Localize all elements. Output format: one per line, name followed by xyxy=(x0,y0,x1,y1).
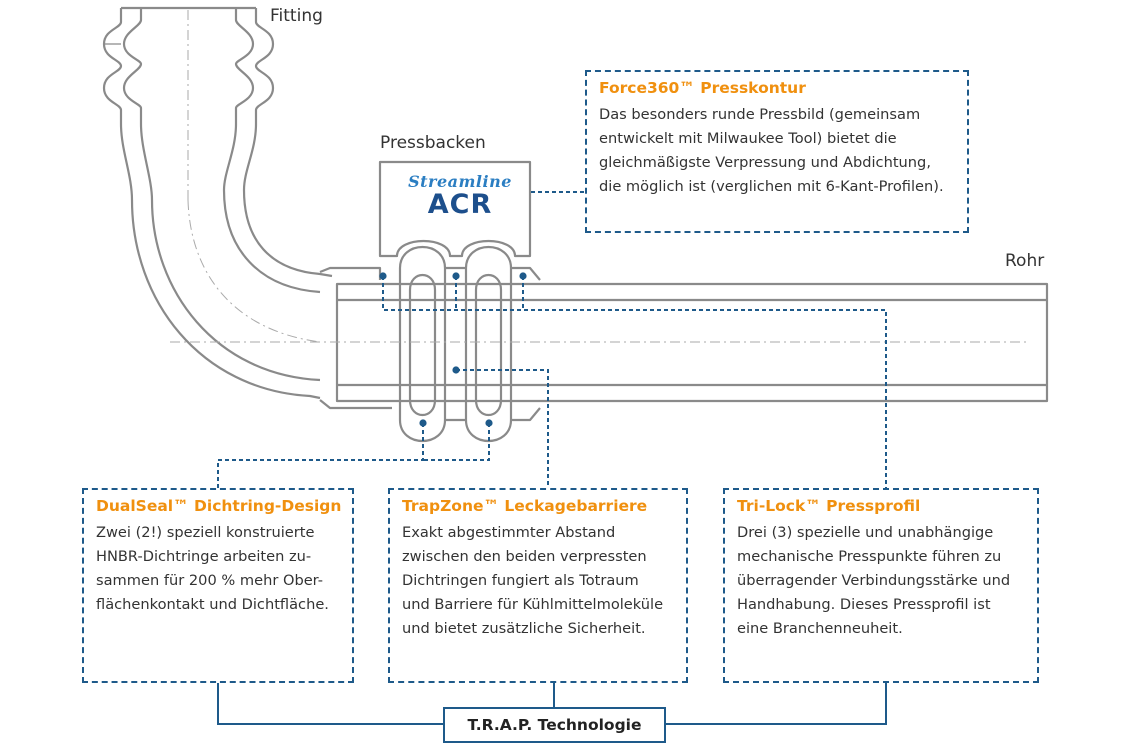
pressbacken-label: Pressbacken xyxy=(380,133,486,153)
fitting-outline-left xyxy=(102,8,321,400)
force360-line: die möglich ist (verglichen mit 6-Kant-P… xyxy=(599,178,944,195)
trapzone-line: und Barriere für Kühlmittelmoleküle xyxy=(402,596,664,613)
fitting-outline-right xyxy=(242,8,333,278)
fitting-inner-left xyxy=(122,8,321,382)
fitting-inner-right xyxy=(222,8,321,294)
trilock-line: Drei (3) spezielle und unabhängige xyxy=(737,524,994,541)
logo-brand: Streamline xyxy=(408,172,512,191)
force360-line: Das besonders runde Pressbild (gemeinsam xyxy=(599,106,921,123)
dualseal-line: Zwei (2!) speziell konstruierte xyxy=(96,524,315,541)
trapzone-title: TrapZone™ Leckagebarriere xyxy=(402,497,648,515)
trapzone-line: zwischen den beiden verpressten xyxy=(402,548,647,565)
trilock-box: Tri-Lock™ Pressprofil Drei (3) spezielle… xyxy=(723,488,1039,683)
trap-technologie-label: T.R.A.P. Technologie xyxy=(443,707,666,743)
rohr-label: Rohr xyxy=(1005,251,1045,271)
force360-line: entwickelt mit Milwaukee Tool) bietet di… xyxy=(599,130,897,147)
trilock-line: mechanische Presspunkte führen zu xyxy=(737,548,1002,565)
trilock-line: eine Branchenneuheit. xyxy=(737,620,903,637)
dualseal-line: sammen für 200 % mehr Ober- xyxy=(96,572,324,589)
force360-title: Force360™ Presskontur xyxy=(599,79,806,97)
force360-line: gleichmäßigste Verpressung und Abdichtun… xyxy=(599,154,931,171)
fitting-socket xyxy=(319,266,392,410)
trapzone-line: Dichtringen fungiert als Totraum xyxy=(402,572,639,589)
trilock-line: überragender Verbindungsstärke und xyxy=(737,572,1011,589)
trapzone-line: Exakt abgestimmter Abstand xyxy=(402,524,616,541)
dualseal-box: DualSeal™ Dichtring-Design Zwei (2!) spe… xyxy=(82,488,354,683)
press-jaw xyxy=(378,160,532,258)
force360-box: Force360™ Presskontur Das besonders rund… xyxy=(585,70,969,233)
dualseal-title: DualSeal™ Dichtring-Design xyxy=(96,497,342,515)
fitting-label: Fitting xyxy=(270,6,323,26)
trapzone-box: TrapZone™ Leckagebarriere Exakt abgestim… xyxy=(388,488,688,683)
dualseal-line: HNBR-Dichtringe arbeiten zu- xyxy=(96,548,312,565)
streamline-acr-logo: Streamline ACR xyxy=(396,172,524,220)
dualseal-line: flächenkontakt und Dichtfläche. xyxy=(96,596,329,613)
logo-product: ACR xyxy=(427,189,493,220)
trapzone-line: und bietet zusätzliche Sicherheit. xyxy=(402,620,646,637)
trilock-title: Tri-Lock™ Pressprofil xyxy=(737,497,921,515)
trilock-line: Handhabung. Dieses Pressprofil ist xyxy=(737,596,991,613)
